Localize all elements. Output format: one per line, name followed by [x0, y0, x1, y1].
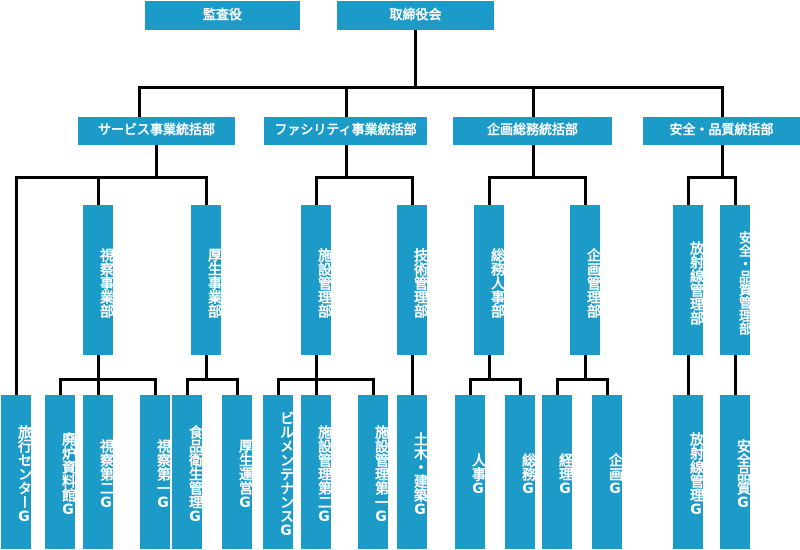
connector-welfare-to-ops	[236, 378, 239, 396]
connector-service-to-welfare-dept	[205, 176, 208, 206]
connector-welfare-trunk	[205, 355, 208, 380]
connector-facility-bus	[315, 176, 414, 179]
node-dept-safety-quality[interactable]: 安全・品質管理部	[720, 205, 751, 355]
connector-service-trunk	[155, 145, 158, 178]
connector-planning-bus	[488, 176, 587, 179]
connector-generalhr-to-hr	[469, 378, 472, 396]
connector-facmgmt-trunk	[315, 355, 318, 380]
connector-planmgmt-trunk	[584, 355, 587, 380]
node-group-general-affairs[interactable]: 総務G	[505, 395, 536, 549]
connector-drop-facility	[345, 86, 348, 118]
node-division-planning[interactable]: 企画総務統括部	[453, 117, 612, 145]
node-group-travel-center[interactable]: 旅行センターG	[1, 395, 32, 549]
connector-tech-to-civil	[411, 355, 414, 396]
connector-radiation-to-group	[687, 355, 690, 396]
connector-generalhr-bus	[469, 378, 522, 381]
connector-facmgmt-to-g1	[372, 378, 375, 396]
node-group-welfare-ops[interactable]: 厚生運営G	[222, 395, 253, 549]
node-group-radiation-mgmt[interactable]: 放射線管理G	[673, 395, 704, 549]
node-dept-plan-mgmt[interactable]: 企画管理部	[570, 205, 601, 355]
node-group-inspection-1[interactable]: 視察第一G	[140, 395, 171, 549]
node-dept-welfare[interactable]: 厚生事業部	[191, 205, 222, 355]
connector-planning-to-plandept	[584, 176, 587, 206]
connector-inspection-to-museum	[59, 378, 62, 396]
connector-drop-service	[138, 86, 141, 118]
connector-facmgmt-to-bldgmaint	[277, 378, 280, 396]
node-group-facility-mgmt-1[interactable]: 施設管理第一G	[358, 395, 389, 549]
connector-board-trunk	[414, 30, 417, 88]
node-dept-inspection[interactable]: 視察事業部	[83, 205, 114, 355]
node-group-food-hygiene[interactable]: 食品衛生管理G	[172, 395, 203, 549]
connector-safety-to-safetyquality	[734, 176, 737, 206]
connector-safety-to-radiation	[687, 176, 690, 206]
node-group-facility-mgmt-2[interactable]: 施設管理第二G	[301, 395, 332, 549]
node-group-building-maintenance[interactable]: ビルメンテナンスG	[263, 395, 294, 549]
node-dept-general-hr[interactable]: 総務人事部	[474, 205, 505, 355]
node-group-hr[interactable]: 人事G	[455, 395, 486, 549]
connector-service-to-travel-center	[15, 176, 18, 396]
node-division-safety[interactable]: 安全・品質統括部	[643, 117, 800, 145]
node-dept-tech-mgmt[interactable]: 技術管理部	[397, 205, 428, 355]
node-board[interactable]: 取締役会	[337, 1, 494, 30]
connector-planmgmt-to-accounting	[556, 378, 559, 396]
connector-safetyquality-to-group	[734, 355, 737, 396]
connector-drop-planning	[532, 86, 535, 118]
connector-drop-safety	[721, 86, 724, 118]
connector-planning-to-hrdept	[488, 176, 491, 206]
connector-welfare-bus	[186, 378, 239, 381]
connector-planmgmt-bus	[556, 378, 609, 381]
connector-inspection-to-g2	[97, 378, 100, 396]
connector-facility-to-tech	[411, 176, 414, 206]
connector-safety-trunk	[721, 145, 724, 178]
connector-facmgmt-to-g2	[315, 378, 318, 396]
connector-service-bus	[15, 176, 208, 179]
node-group-safety-quality[interactable]: 安全品質G	[720, 395, 751, 549]
node-group-planning[interactable]: 企画G	[592, 395, 623, 549]
connector-service-to-inspection-dept	[97, 176, 100, 206]
node-division-facility[interactable]: ファシリティ事業統括部	[264, 117, 427, 145]
connector-facility-trunk	[345, 145, 348, 178]
connector-facility-to-facmgmt	[315, 176, 318, 206]
connector-planmgmt-to-planning	[606, 378, 609, 396]
node-group-civil-architecture[interactable]: 土木・建築G	[397, 395, 428, 549]
node-dept-radiation[interactable]: 放射線管理部	[673, 205, 704, 355]
node-group-accounting[interactable]: 経理G	[542, 395, 573, 549]
node-group-inspection-2[interactable]: 視察第二G	[83, 395, 114, 549]
node-group-decommission-museum[interactable]: 廃炉資料館G	[45, 395, 76, 549]
connector-planning-trunk	[532, 145, 535, 178]
node-division-service[interactable]: サービス事業統括部	[78, 117, 235, 145]
connector-welfare-to-food	[186, 378, 189, 396]
connector-facmgmt-bus	[277, 378, 375, 381]
connector-level2-bus	[138, 86, 723, 89]
connector-inspection-trunk	[97, 355, 100, 380]
node-auditor[interactable]: 監査役	[145, 1, 300, 30]
connector-generalhr-trunk	[488, 355, 491, 380]
connector-safety-bus	[687, 176, 737, 179]
connector-generalhr-to-general	[519, 378, 522, 396]
connector-inspection-to-g1	[154, 378, 157, 396]
node-dept-facility-mgmt[interactable]: 施設管理部	[301, 205, 332, 355]
connector-inspection-bus	[59, 378, 157, 381]
